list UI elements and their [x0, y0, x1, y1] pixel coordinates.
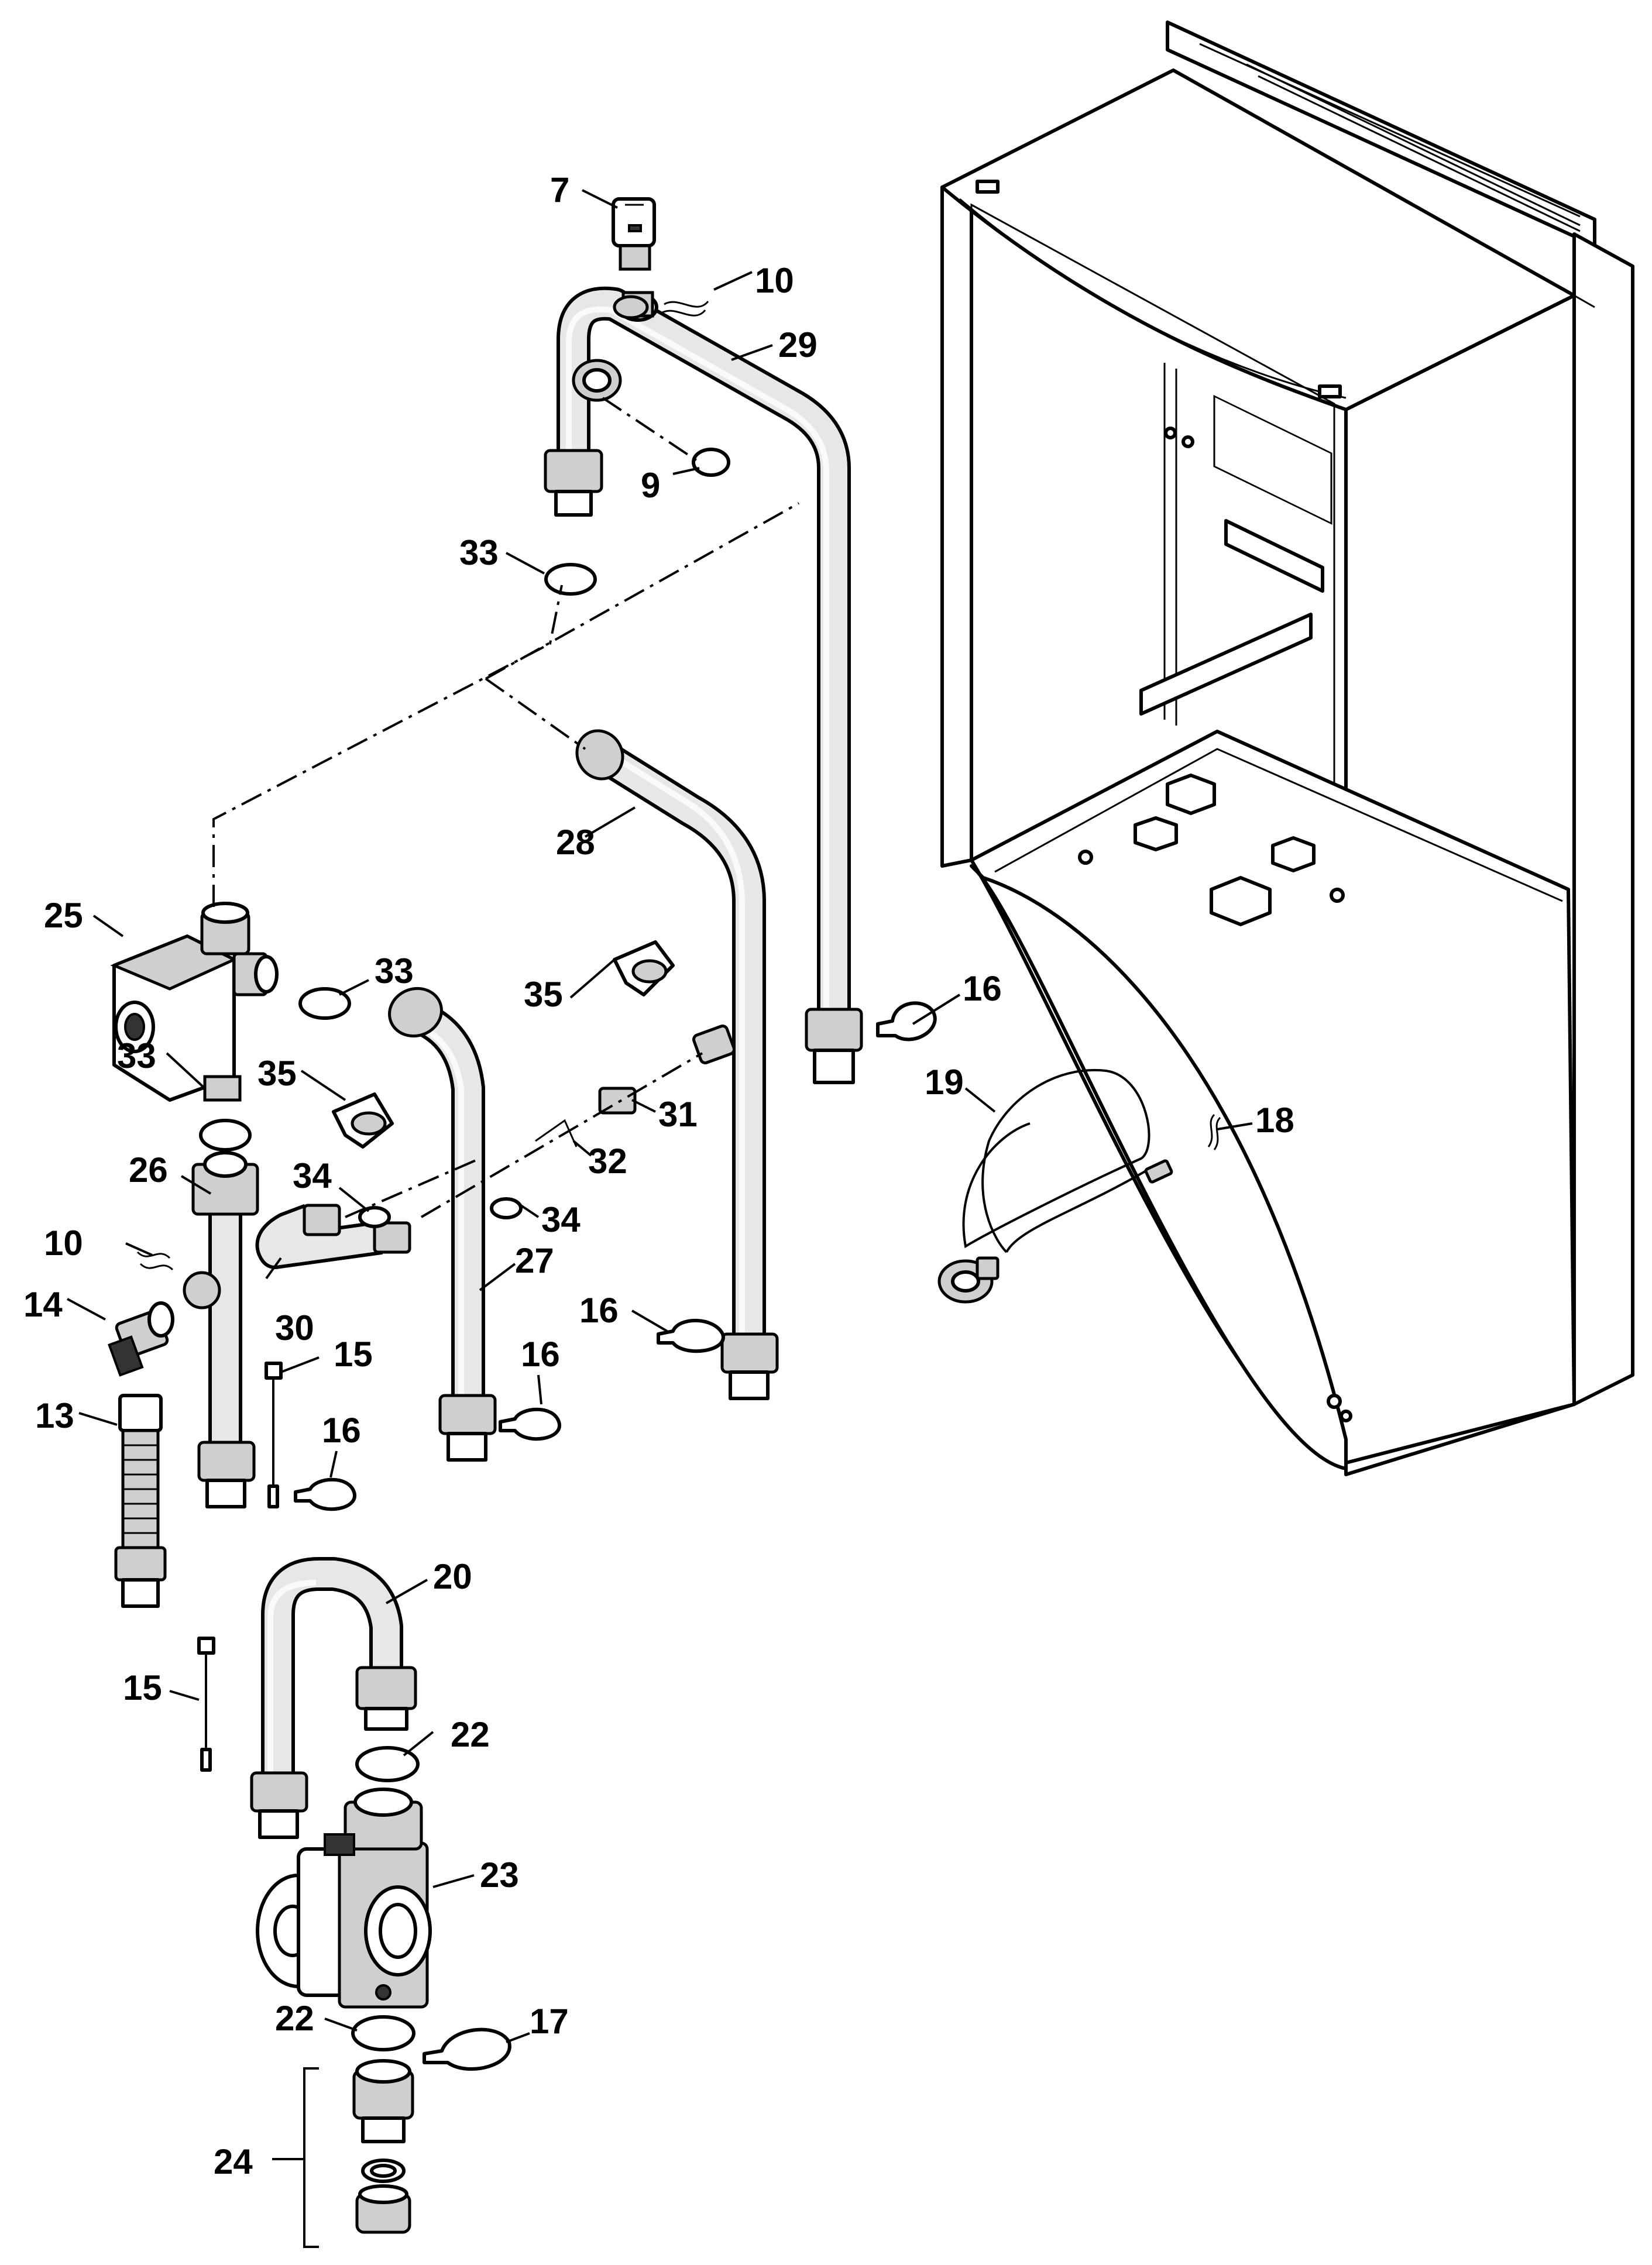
pipe-29	[544, 286, 863, 1084]
washers	[199, 295, 730, 2051]
washer-34-right	[490, 1197, 523, 1219]
label-29: 29	[778, 325, 818, 365]
pipe-30	[255, 1204, 411, 1269]
label-28: 28	[556, 823, 595, 862]
label-15-top: 15	[334, 1335, 373, 1374]
sensor-probe-15b	[197, 1637, 215, 1772]
pipe-27	[388, 987, 497, 1462]
washer-22-top	[355, 1746, 420, 1782]
air-vent-7	[612, 197, 656, 271]
pump-23	[256, 1788, 432, 2009]
label-25: 25	[44, 896, 83, 935]
washer-22-bottom	[351, 2015, 415, 2051]
label-24: 24	[214, 2142, 253, 2181]
label-23: 23	[480, 1855, 519, 1895]
label-27: 27	[515, 1241, 554, 1280]
end-plug	[692, 1025, 736, 1064]
clip-10-top	[661, 300, 709, 317]
callout-labels: 7 10 29 9 33 28 25 33 16 35 19 18 33 35 …	[23, 170, 1294, 2181]
label-13: 13	[35, 1396, 74, 1435]
label-22-top: 22	[451, 1715, 490, 1754]
pipe-28	[575, 729, 779, 1400]
label-26: 26	[129, 1150, 168, 1190]
label-31: 31	[658, 1095, 698, 1134]
washer-9	[692, 448, 730, 477]
label-32: 32	[588, 1142, 627, 1181]
washer-34-left	[358, 1206, 391, 1228]
pipe-26	[183, 1151, 259, 1508]
label-7: 7	[550, 170, 569, 209]
clip-35-right	[613, 940, 675, 996]
clip-10-left	[136, 1251, 174, 1271]
washer-33-mid	[298, 987, 351, 1020]
label-16-mid: 16	[579, 1291, 619, 1330]
diverter-valve-25	[110, 902, 279, 1102]
label-33-top: 33	[459, 533, 499, 572]
boiler-casing	[940, 20, 1634, 1476]
label-35-right: 35	[524, 975, 563, 1014]
label-15-low: 15	[123, 1668, 162, 1707]
label-34-left: 34	[293, 1156, 332, 1195]
label-35-left: 35	[257, 1054, 297, 1093]
leader-lines	[67, 189, 1253, 2160]
pin-32	[535, 1119, 578, 1147]
pipe-20	[250, 1557, 417, 1839]
sensor-probe-15a	[265, 1362, 283, 1508]
connector-set-24	[352, 2059, 414, 2234]
label-30: 30	[275, 1308, 314, 1348]
label-10-left: 10	[44, 1223, 83, 1263]
sensor-cable-19	[937, 1068, 1173, 1304]
label-9: 9	[641, 466, 660, 505]
label-19: 19	[925, 1063, 964, 1102]
clip-18	[1207, 1113, 1221, 1150]
label-18: 18	[1255, 1101, 1294, 1140]
label-34-right: 34	[541, 1200, 581, 1239]
gaskets	[294, 1001, 937, 2071]
clip-35-left	[332, 1092, 394, 1149]
label-22-bottom: 22	[275, 1999, 314, 2038]
washer-33-low	[199, 1119, 252, 1152]
label-33-low: 33	[117, 1036, 156, 1075]
label-33-mid: 33	[375, 951, 414, 991]
label-20: 20	[433, 1557, 472, 1596]
flex-hose-13	[114, 1394, 167, 1608]
label-10-top: 10	[755, 261, 794, 300]
label-16-low: 16	[521, 1335, 560, 1374]
washer-33-top	[544, 563, 597, 596]
assembly-lines	[212, 397, 799, 1218]
valve-14	[108, 1301, 174, 1377]
label-17: 17	[530, 2002, 569, 2041]
label-16-left: 16	[322, 1411, 361, 1450]
bracket-24	[303, 2067, 319, 2248]
label-16-right: 16	[963, 969, 1002, 1008]
label-14: 14	[23, 1285, 63, 1324]
